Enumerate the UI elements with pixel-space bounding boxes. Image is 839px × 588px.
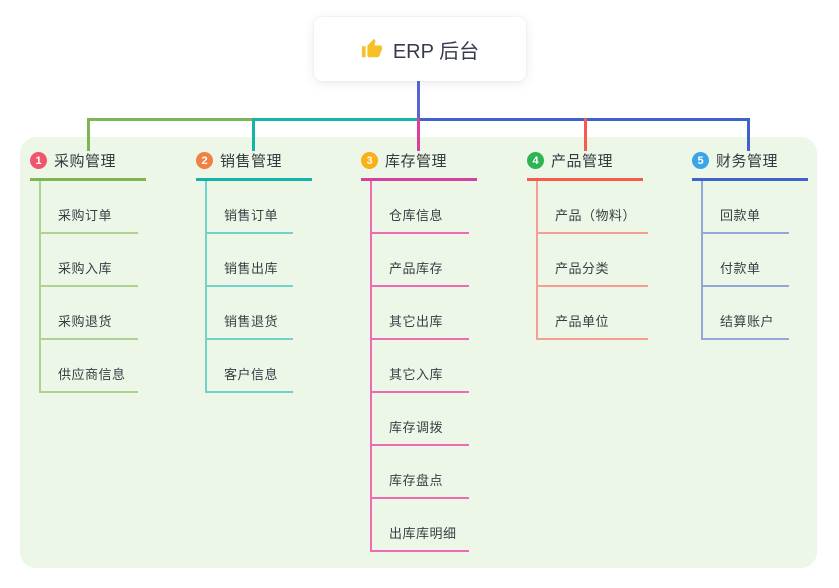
child-node[interactable]: 付款单: [703, 234, 789, 287]
child-node[interactable]: 销售出库: [207, 234, 293, 287]
branch-number-badge: 2: [196, 152, 213, 169]
child-node[interactable]: 客户信息: [207, 340, 293, 393]
branch-drop-line: [252, 118, 255, 151]
child-node[interactable]: 供应商信息: [41, 340, 138, 393]
branch-drop-line: [417, 118, 420, 151]
branch-4: 4 产品管理 产品（物料）产品分类产品单位: [527, 150, 649, 340]
branch-1: 1 采购管理 采购订单采购入库采购退货供应商信息: [30, 150, 146, 393]
root-node-erp-backend[interactable]: ERP 后台: [314, 17, 526, 81]
child-node[interactable]: 结算账户: [703, 287, 789, 340]
thumbs-up-icon: [361, 38, 383, 60]
branch-node[interactable]: 2 销售管理: [196, 150, 312, 181]
connector-segment-teal: [252, 118, 418, 121]
branch-node[interactable]: 5 财务管理: [692, 150, 808, 181]
child-node[interactable]: 库存盘点: [372, 446, 469, 499]
branch-drop-line: [584, 118, 587, 151]
branch-node[interactable]: 1 采购管理: [30, 150, 146, 181]
mindmap-panel: [20, 137, 817, 568]
child-node[interactable]: 产品（物料）: [538, 181, 649, 234]
branch-number-badge: 5: [692, 152, 709, 169]
branch-3: 3 库存管理 仓库信息产品库存其它出库其它入库库存调拨库存盘点出库库明细: [361, 150, 477, 552]
child-node[interactable]: 出库库明细: [372, 499, 469, 552]
connector-segment-blue: [417, 118, 750, 121]
child-node[interactable]: 其它入库: [372, 340, 469, 393]
root-trunk-line: [417, 80, 420, 121]
child-node[interactable]: 产品库存: [372, 234, 469, 287]
branch-number-badge: 3: [361, 152, 378, 169]
branch-2: 2 销售管理 销售订单销售出库销售退货客户信息: [196, 150, 312, 393]
child-node[interactable]: 产品分类: [538, 234, 649, 287]
child-node[interactable]: 仓库信息: [372, 181, 469, 234]
child-node[interactable]: 销售退货: [207, 287, 293, 340]
branch-title: 采购管理: [54, 153, 117, 170]
branch-children: 回款单付款单结算账户: [701, 181, 789, 340]
connector-segment-green: [87, 118, 254, 121]
child-node[interactable]: 销售订单: [207, 181, 293, 234]
branch-children: 销售订单销售出库销售退货客户信息: [205, 181, 293, 393]
branch-title: 产品管理: [551, 153, 614, 170]
child-node[interactable]: 库存调拨: [372, 393, 469, 446]
branch-node[interactable]: 3 库存管理: [361, 150, 477, 181]
branch-number-badge: 4: [527, 152, 544, 169]
branch-children: 采购订单采购入库采购退货供应商信息: [39, 181, 138, 393]
branch-5: 5 财务管理 回款单付款单结算账户: [692, 150, 808, 340]
child-node[interactable]: 产品单位: [538, 287, 649, 340]
branch-title: 财务管理: [716, 153, 779, 170]
branch-title: 销售管理: [220, 153, 283, 170]
branch-node[interactable]: 4 产品管理: [527, 150, 643, 181]
branch-title: 库存管理: [385, 153, 448, 170]
branch-drop-line: [747, 118, 750, 151]
branch-drop-line: [87, 118, 90, 151]
child-node[interactable]: 采购入库: [41, 234, 138, 287]
child-node[interactable]: 采购退货: [41, 287, 138, 340]
branch-number-badge: 1: [30, 152, 47, 169]
root-node-label: ERP 后台: [392, 40, 480, 63]
child-node[interactable]: 采购订单: [41, 181, 138, 234]
branch-children: 产品（物料）产品分类产品单位: [536, 181, 649, 340]
child-node[interactable]: 其它出库: [372, 287, 469, 340]
child-node[interactable]: 回款单: [703, 181, 789, 234]
branch-children: 仓库信息产品库存其它出库其它入库库存调拨库存盘点出库库明细: [370, 181, 469, 552]
